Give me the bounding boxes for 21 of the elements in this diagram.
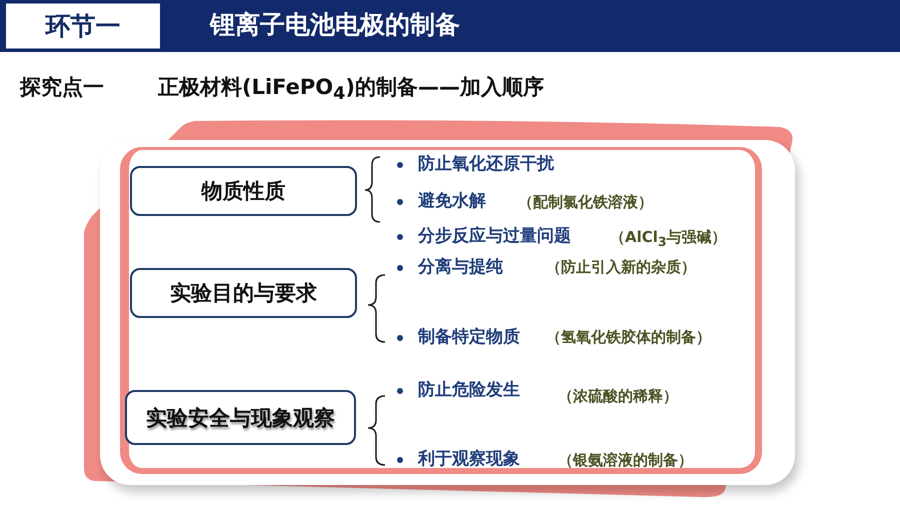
header-band [0,0,900,52]
category-box: 实验目的与要求 [130,268,357,318]
note-text: （银氨溶液的制备） [558,451,693,470]
category-box: 物质性质 [130,166,357,216]
point-text: 分离与提纯 [418,257,503,278]
point-text: 防止氧化还原干扰 [418,154,554,176]
note-text: （氢氧化铁胶体的制备） [546,328,711,347]
heading-text: 锂离子电池电极的制备 [210,9,460,40]
note-text: （防止引入新的杂质） [546,258,696,277]
note-text: （浓硫酸的稀释） [558,387,678,406]
subtitle-text: 正极材料(LiFePO$_{4}$)的制备——加入顺序 [158,74,544,106]
subtitle-text: 探究点一 [20,74,104,100]
point-text: 利于观察现象 [418,449,520,470]
point-text: 分步反应与过量问题 [418,226,571,248]
point-text: 防止危险发生 [418,380,520,402]
point-text: 避免水解 [418,191,486,212]
category-box: 实验安全与现象观察 [125,390,356,445]
note-text: （配制氯化铁溶液） [518,193,653,212]
note-text: （AlCl$_{3}$与强碱） [610,228,727,250]
point-text: 制备特定物质 [418,327,520,348]
section-tab: 环节一 [6,4,160,48]
